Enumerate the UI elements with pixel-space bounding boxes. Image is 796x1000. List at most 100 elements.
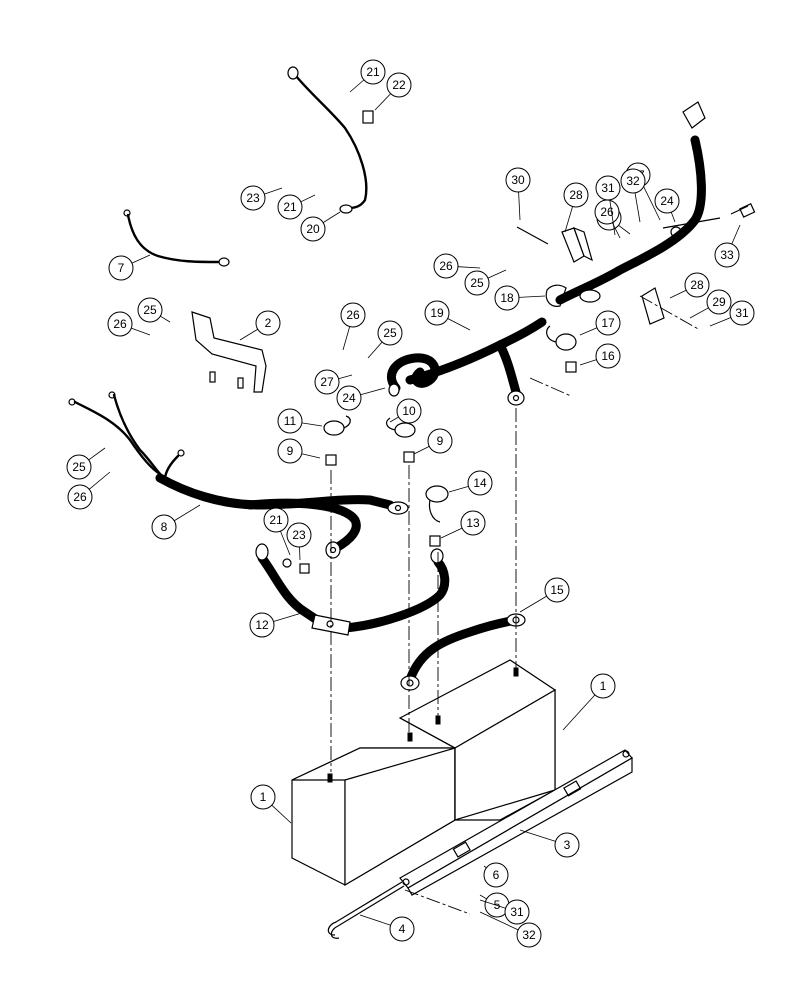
callout-circle [396,398,422,424]
leader-line [709,317,732,327]
callout-26: 26 [340,302,366,351]
clamp-28-lower [641,287,665,325]
callout-label: 21 [283,200,297,214]
callout-12: 12 [249,611,306,638]
callout-label: 1 [260,790,267,804]
terminal-cap-14 [425,485,449,523]
clamp-28-upper [561,226,593,263]
leader-line [239,328,258,341]
callout-circle [277,194,303,220]
callout-circle [504,899,530,925]
callout-circle [263,507,289,533]
callout-33: 33 [714,224,741,268]
callout-label: 21 [366,65,380,79]
callout-label: 25 [72,460,86,474]
callout-circle [654,188,680,214]
callout-circle [386,72,412,98]
callout-25: 25 [137,297,171,323]
callout-28: 28 [669,272,710,299]
callout-label: 22 [392,78,406,92]
leader-line [731,224,741,245]
leader-line [342,326,351,351]
callout-label: 1 [600,679,607,693]
terminal-nut-16 [565,361,577,373]
callout-5: 5 [479,892,510,918]
terminal-cap-11 [323,415,351,436]
leader-line [440,527,463,539]
leader-line [519,595,547,613]
clamp-18 [545,284,567,307]
callout-circle [340,302,366,328]
leader-line [609,199,616,236]
callout-circle [286,522,312,548]
callout-circle [483,862,509,888]
callout-circle [464,270,490,296]
callout-circle [300,216,326,242]
callout-21: 21 [349,59,386,93]
callout-label: 26 [600,205,614,219]
leader-line [374,93,391,111]
callout-label: 9 [287,444,294,458]
callout-18: 18 [494,285,546,311]
leader-line [131,327,151,336]
callout-label: 25 [470,276,484,290]
callout-circle [277,408,303,434]
callout-label: 14 [473,476,487,490]
callout-26: 26 [433,253,481,279]
callout-label: 31 [735,306,749,320]
callout-circle [336,385,362,411]
cable-19 [387,101,706,406]
callout-label: 10 [402,404,416,418]
callout-label: 15 [550,583,564,597]
callout-circle [277,438,303,464]
callout-label: 32 [522,928,536,942]
leader-line [689,307,709,319]
callout-28: 28 [563,182,589,233]
callout-circle [467,470,493,496]
callout-label: 26 [113,317,127,331]
leader-line [447,318,471,331]
leader-line [479,894,487,900]
leader-line [131,254,151,264]
leader-line [300,194,316,203]
callout-circle [377,320,403,346]
callout-circle [67,484,93,510]
callout-8: 8 [151,504,201,540]
callout-31: 31 [595,175,621,236]
callout-19: 19 [424,300,471,331]
callout-25: 25 [464,269,507,296]
callout-circle [255,310,281,336]
leader-line [670,212,676,223]
callout-circle [460,510,486,536]
callout-31: 31 [709,300,755,327]
callout-26: 26 [594,199,621,239]
callout-label: 5 [494,898,501,912]
leader-line [338,374,353,380]
alignment-lines [330,295,701,915]
callout-13: 13 [440,510,486,539]
callout-label: 17 [601,316,615,330]
leader-line [160,315,171,323]
callout-circle [563,182,589,208]
callout-circle [433,253,459,279]
callout-circle [424,300,450,326]
callout-label: 3 [564,838,571,852]
leader-line [273,611,306,622]
leader-line [579,359,597,366]
callout-label: 33 [720,248,734,262]
callout-circle [314,369,340,395]
leader-line [634,192,641,223]
leader-line [669,289,687,299]
callout-label: 29 [712,295,726,309]
callout-label: 20 [306,222,320,236]
callout-label: 23 [246,191,260,205]
leader-line [642,185,661,221]
terminal-nut-9-right [403,451,415,463]
callout-1: 1 [250,784,292,824]
leader-line [518,295,546,298]
battery-hold-down-bar [399,749,633,896]
callout-label: 16 [601,349,615,363]
cable-harness-8 [68,391,409,559]
callout-circle [389,916,415,942]
